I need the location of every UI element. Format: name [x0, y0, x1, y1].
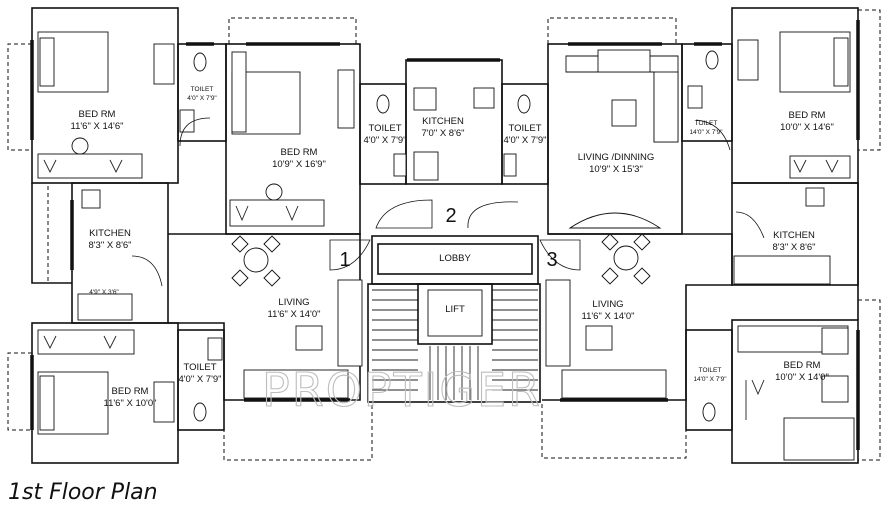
living-w-dim: 11'6" X 14'0"	[268, 309, 321, 320]
watermark: PROPTIGER	[262, 363, 542, 417]
flat-number-1: 1	[339, 249, 350, 271]
room-labels: BED RM 11'6" X 14'6" TOILET 4'0" X 7'9" …	[71, 86, 834, 409]
living-e-label: LIVING	[592, 299, 623, 310]
bed-nw-label: BED RM	[79, 109, 116, 120]
living-w-label: LIVING	[278, 297, 309, 308]
bed-ne-dim: 10'0" X 14'6"	[780, 122, 834, 133]
kitchen-c-dim: 7'0" X 8'6"	[421, 128, 464, 139]
utility-w-dim: 4'9" X 3'6"	[89, 289, 119, 296]
bed-mid-label: BED RM	[281, 147, 318, 158]
bed-sw-label: BED RM	[112, 386, 149, 397]
toilet-c2-label: TOILET	[508, 123, 541, 134]
toilet-c1-dim: 4'0" X 7'9"	[363, 135, 406, 146]
toilet-se-label: TOILET	[699, 367, 722, 374]
bed-sw-dim: 11'6" X 10'0"	[104, 398, 157, 409]
kitchen-w-dim: 8'3" X 8'6"	[88, 240, 131, 251]
living-dinning-label: LIVING /DINNING	[578, 152, 655, 163]
toilet-ne-label: TOILET	[695, 120, 718, 127]
furniture	[37, 31, 855, 461]
bed-nw-dim: 11'6" X 14'6"	[71, 121, 124, 132]
toilet-nw-dim: 4'0" X 7'9"	[187, 95, 217, 102]
toilet-se-dim: 14'0" X 7'9"	[693, 376, 727, 383]
bed-mid-dim: 10'9" X 16'9"	[272, 159, 326, 170]
toilet-nw-label: TOILET	[191, 86, 214, 93]
kitchen-c-label: KITCHEN	[422, 116, 464, 127]
toilet-ne-dim: 14'0" X 7'9"	[689, 129, 723, 136]
kitchen-e-dim: 8'3" X 8'6"	[772, 242, 815, 253]
toilet-sw-label: TOILET	[183, 362, 216, 373]
toilet-c1-label: TOILET	[368, 123, 401, 134]
flat-number-2: 2	[445, 205, 456, 227]
toilet-c2-dim: 4'0" X 7'9"	[503, 135, 546, 146]
lift-label: LIFT	[445, 304, 465, 315]
bed-se-dim: 10'0" X 14'0"	[775, 372, 829, 383]
toilet-sw-dim: 4'0" X 7'9"	[178, 374, 221, 385]
lobby-label: LOBBY	[439, 253, 471, 264]
flat-numbers: 1 2 3	[339, 205, 557, 271]
living-e-dim: 11'6" X 14'0"	[582, 311, 635, 322]
kitchen-w-label: KITCHEN	[89, 228, 131, 239]
windows	[30, 20, 860, 450]
kitchen-e-label: KITCHEN	[773, 230, 815, 241]
bed-se-label: BED RM	[784, 360, 821, 371]
plan-caption: 1st Floor Plan	[8, 480, 158, 505]
living-dinning-dim: 10'9" X 15'3"	[589, 164, 643, 175]
flat-number-3: 3	[546, 249, 557, 271]
bed-ne-label: BED RM	[789, 110, 826, 121]
